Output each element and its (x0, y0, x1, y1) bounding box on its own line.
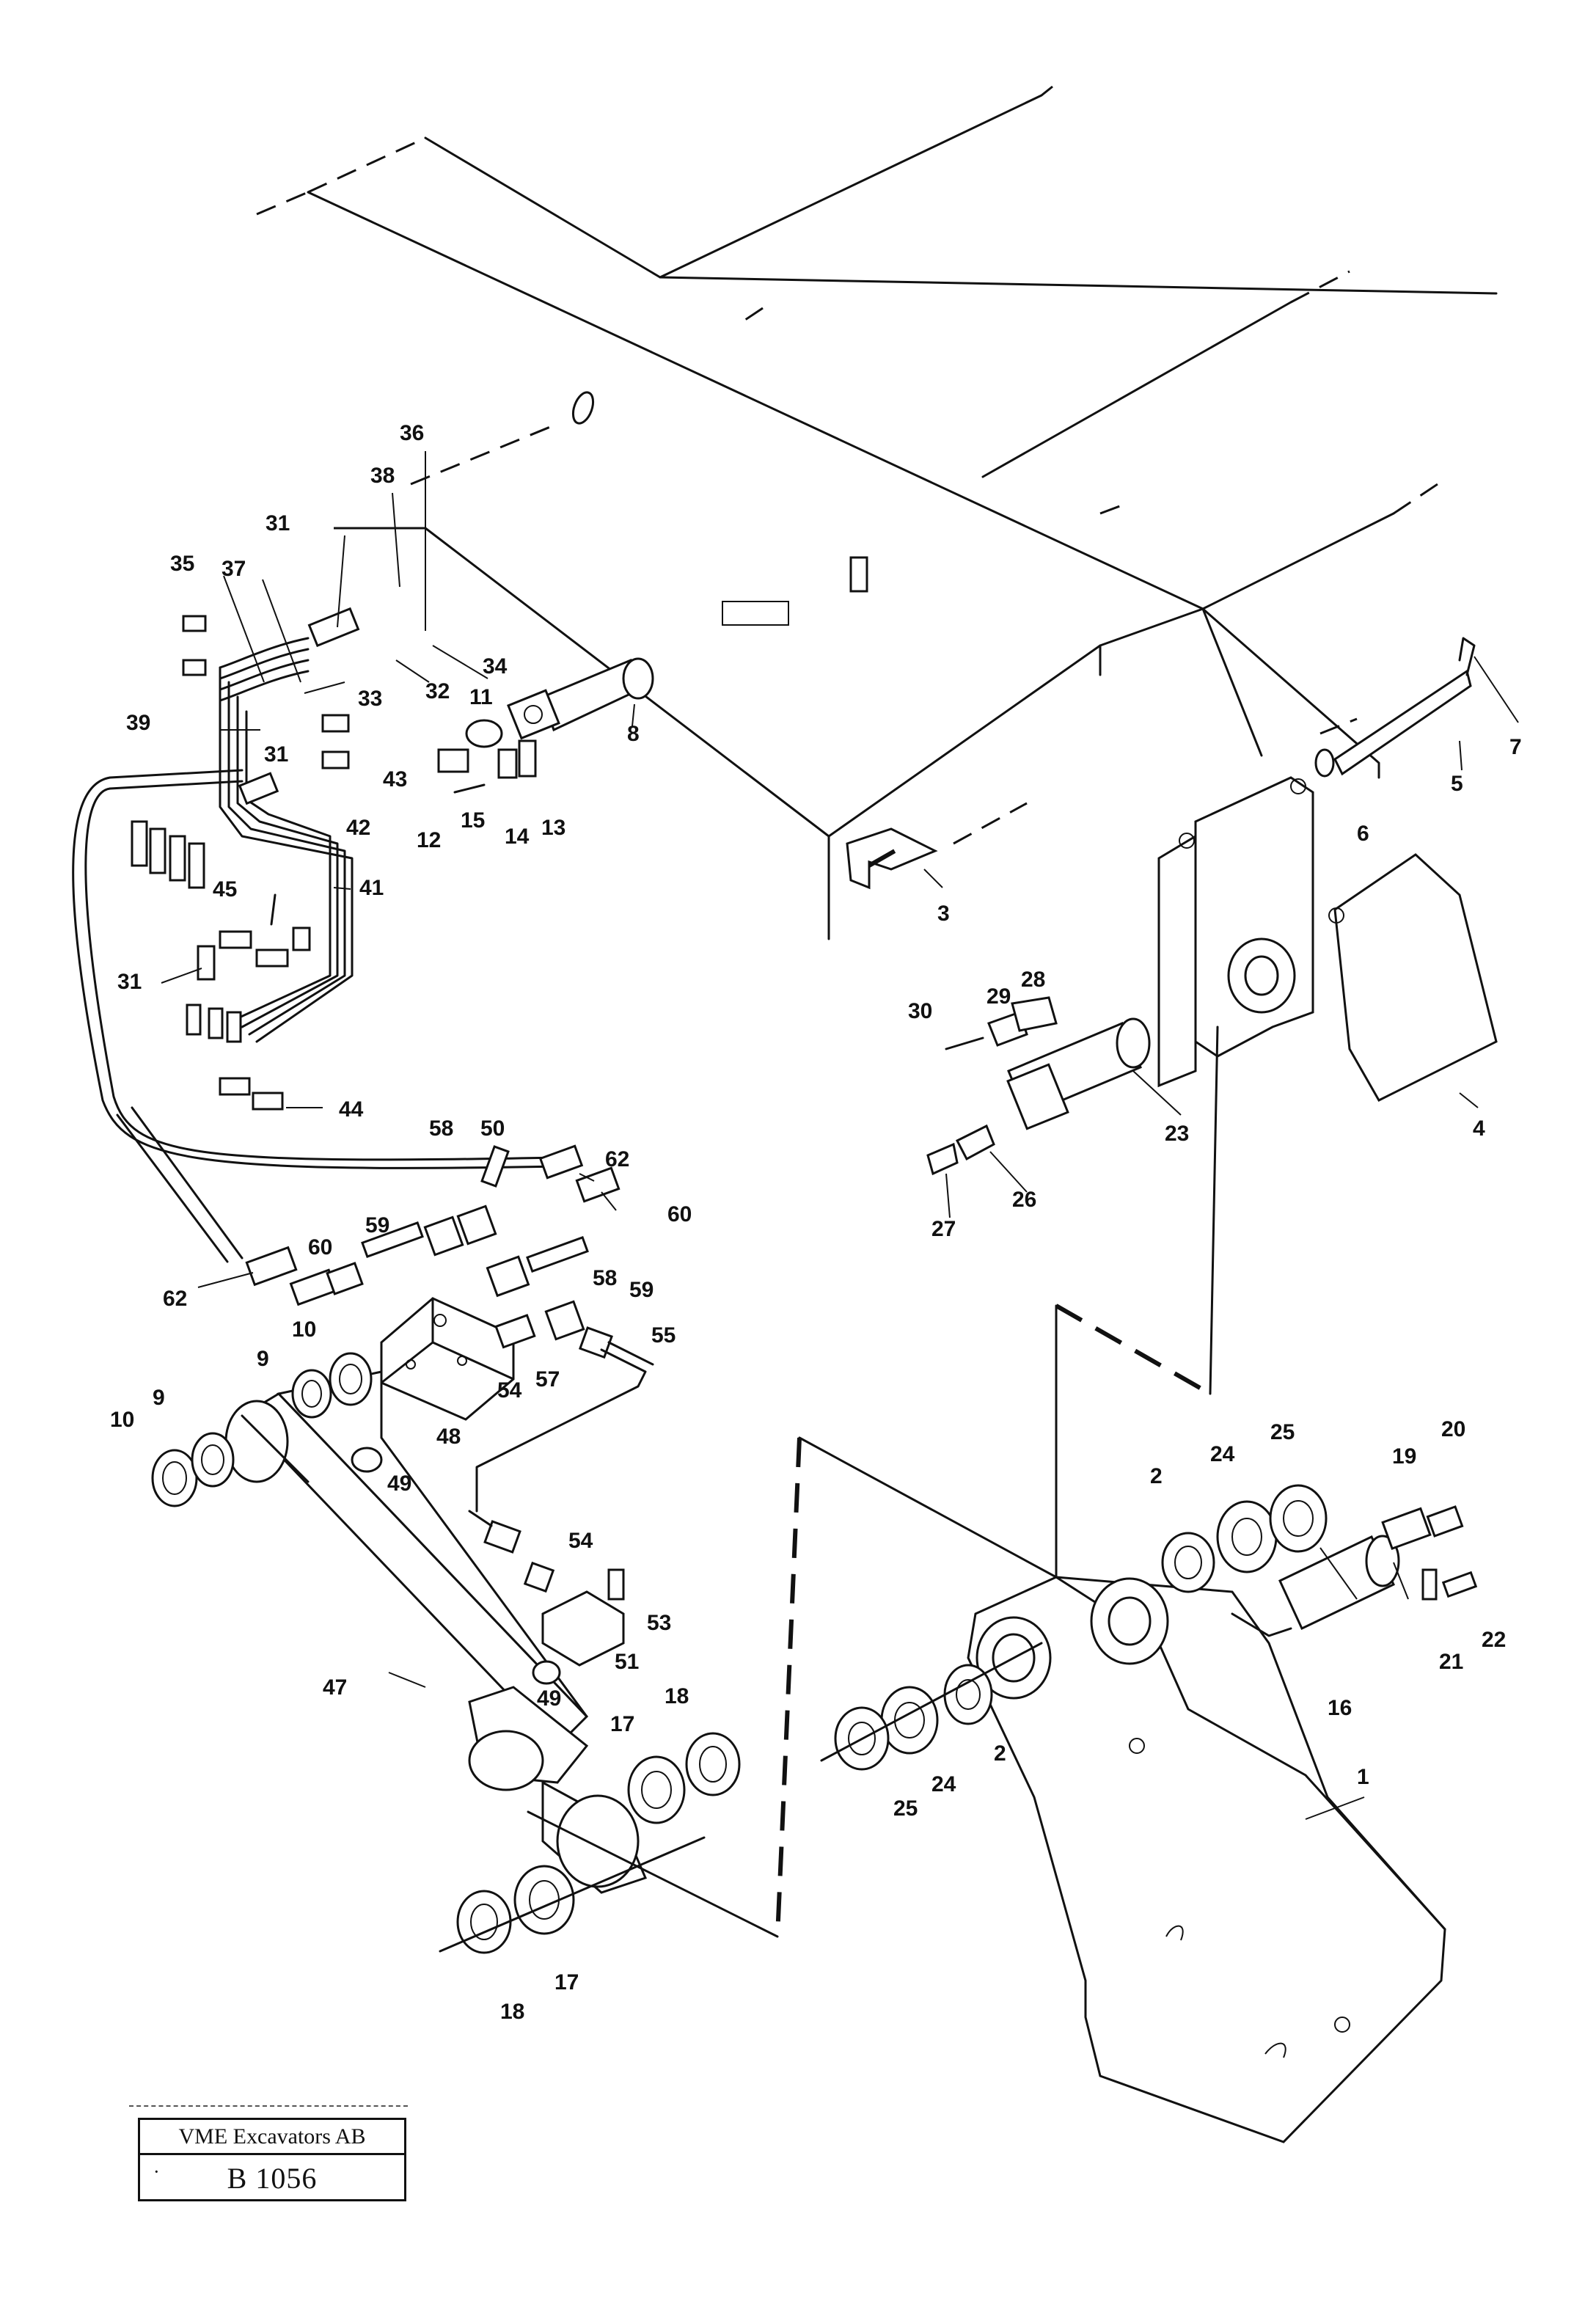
label-57: 57 (535, 1367, 560, 1392)
label-21: 21 (1439, 1650, 1463, 1674)
label-35: 35 (170, 552, 194, 576)
label-7: 7 (1509, 735, 1522, 759)
label-2: 2 (1150, 1464, 1163, 1488)
label-31: 31 (117, 970, 142, 994)
label-45: 45 (213, 877, 237, 902)
frame-clip (722, 556, 868, 626)
company-name: VME Excavators AB (140, 2120, 404, 2155)
dashed-connectors (527, 835, 1219, 1938)
label-26: 26 (1012, 1188, 1036, 1212)
right-pin-assembly (820, 1484, 1478, 1771)
title-block-mark: · (153, 2161, 160, 2182)
label-31: 31 (264, 742, 288, 767)
label-17: 17 (610, 1712, 634, 1736)
label-15: 15 (461, 808, 485, 833)
label-59: 59 (365, 1213, 389, 1237)
label-62: 62 (605, 1147, 629, 1171)
label-33: 33 (358, 687, 382, 711)
part-3-bracket (846, 802, 1028, 890)
label-58: 58 (593, 1266, 617, 1290)
part-23-bushing (926, 996, 1151, 1176)
label-18: 18 (500, 2000, 524, 2024)
label-41: 41 (359, 876, 384, 900)
label-28: 28 (1021, 968, 1045, 992)
label-10: 10 (292, 1317, 316, 1342)
line-fittings (131, 607, 360, 1111)
label-16: 16 (1328, 1696, 1352, 1720)
label-44: 44 (339, 1097, 364, 1122)
label-50: 50 (480, 1116, 505, 1141)
part-51-valve (351, 1447, 625, 1685)
label-54: 54 (497, 1378, 522, 1403)
label-36: 36 (400, 421, 424, 445)
label-29: 29 (986, 984, 1011, 1009)
label-23: 23 (1165, 1122, 1189, 1146)
parts-11-15 (437, 719, 537, 794)
part-labels: 1 2 2 3 4 5 6 7 8 9 9 10 10 11 12 13 14 … (110, 421, 1522, 2024)
part-5-pin (1314, 637, 1476, 778)
label-49: 49 (537, 1686, 561, 1711)
label-8: 8 (627, 722, 640, 746)
label-9: 9 (153, 1386, 165, 1410)
label-25: 25 (893, 1796, 918, 1821)
label-19: 19 (1392, 1444, 1416, 1469)
label-17: 17 (554, 1970, 579, 1995)
label-32: 32 (425, 679, 450, 703)
part-4-guard-plate (1328, 853, 1498, 1102)
title-block-rule (129, 2105, 408, 2107)
label-20: 20 (1441, 1417, 1465, 1441)
label-10: 10 (110, 1408, 134, 1432)
label-22: 22 (1482, 1628, 1506, 1652)
label-49: 49 (387, 1471, 411, 1496)
boom-frame (256, 85, 1498, 838)
label-9: 9 (257, 1347, 269, 1371)
label-51: 51 (615, 1650, 639, 1674)
label-24: 24 (931, 1772, 956, 1796)
label-31: 31 (266, 511, 290, 535)
label-27: 27 (931, 1217, 956, 1241)
washers-left (151, 1352, 741, 1954)
label-60: 60 (667, 1202, 692, 1226)
label-37: 37 (222, 557, 246, 581)
label-1: 1 (1357, 1765, 1369, 1789)
title-block: VME Excavators AB B 1056 · (138, 2118, 406, 2201)
drawing-code: B 1056 (227, 2162, 318, 2195)
label-4: 4 (1473, 1116, 1485, 1141)
label-53: 53 (647, 1611, 671, 1635)
leader-lines (161, 451, 1519, 1820)
label-38: 38 (370, 464, 395, 488)
label-60: 60 (308, 1235, 332, 1259)
label-3: 3 (937, 902, 950, 926)
part-8-sleeve (507, 657, 654, 740)
label-55: 55 (651, 1323, 676, 1348)
label-48: 48 (436, 1425, 461, 1449)
label-59: 59 (629, 1278, 654, 1302)
label-34: 34 (483, 654, 508, 679)
label-30: 30 (908, 999, 932, 1023)
label-39: 39 (126, 711, 150, 735)
mounting-bracket (1157, 776, 1314, 1088)
part-48-valve-block (380, 1297, 515, 1421)
label-11: 11 (469, 685, 493, 709)
label-47: 47 (323, 1675, 347, 1700)
label-5: 5 (1451, 772, 1463, 796)
label-24: 24 (1210, 1442, 1235, 1466)
label-54: 54 (568, 1529, 593, 1553)
label-14: 14 (505, 825, 530, 849)
fittings-58-60 (245, 1144, 654, 1513)
label-13: 13 (541, 816, 565, 840)
label-12: 12 (417, 828, 441, 852)
part-1-lower-boom (967, 1576, 1446, 2143)
label-42: 42 (346, 816, 370, 840)
label-25: 25 (1270, 1420, 1295, 1444)
label-62: 62 (163, 1287, 187, 1311)
label-18: 18 (665, 1684, 689, 1708)
label-58: 58 (429, 1116, 453, 1141)
label-2: 2 (994, 1741, 1006, 1766)
label-6: 6 (1357, 822, 1369, 846)
label-43: 43 (383, 767, 407, 791)
